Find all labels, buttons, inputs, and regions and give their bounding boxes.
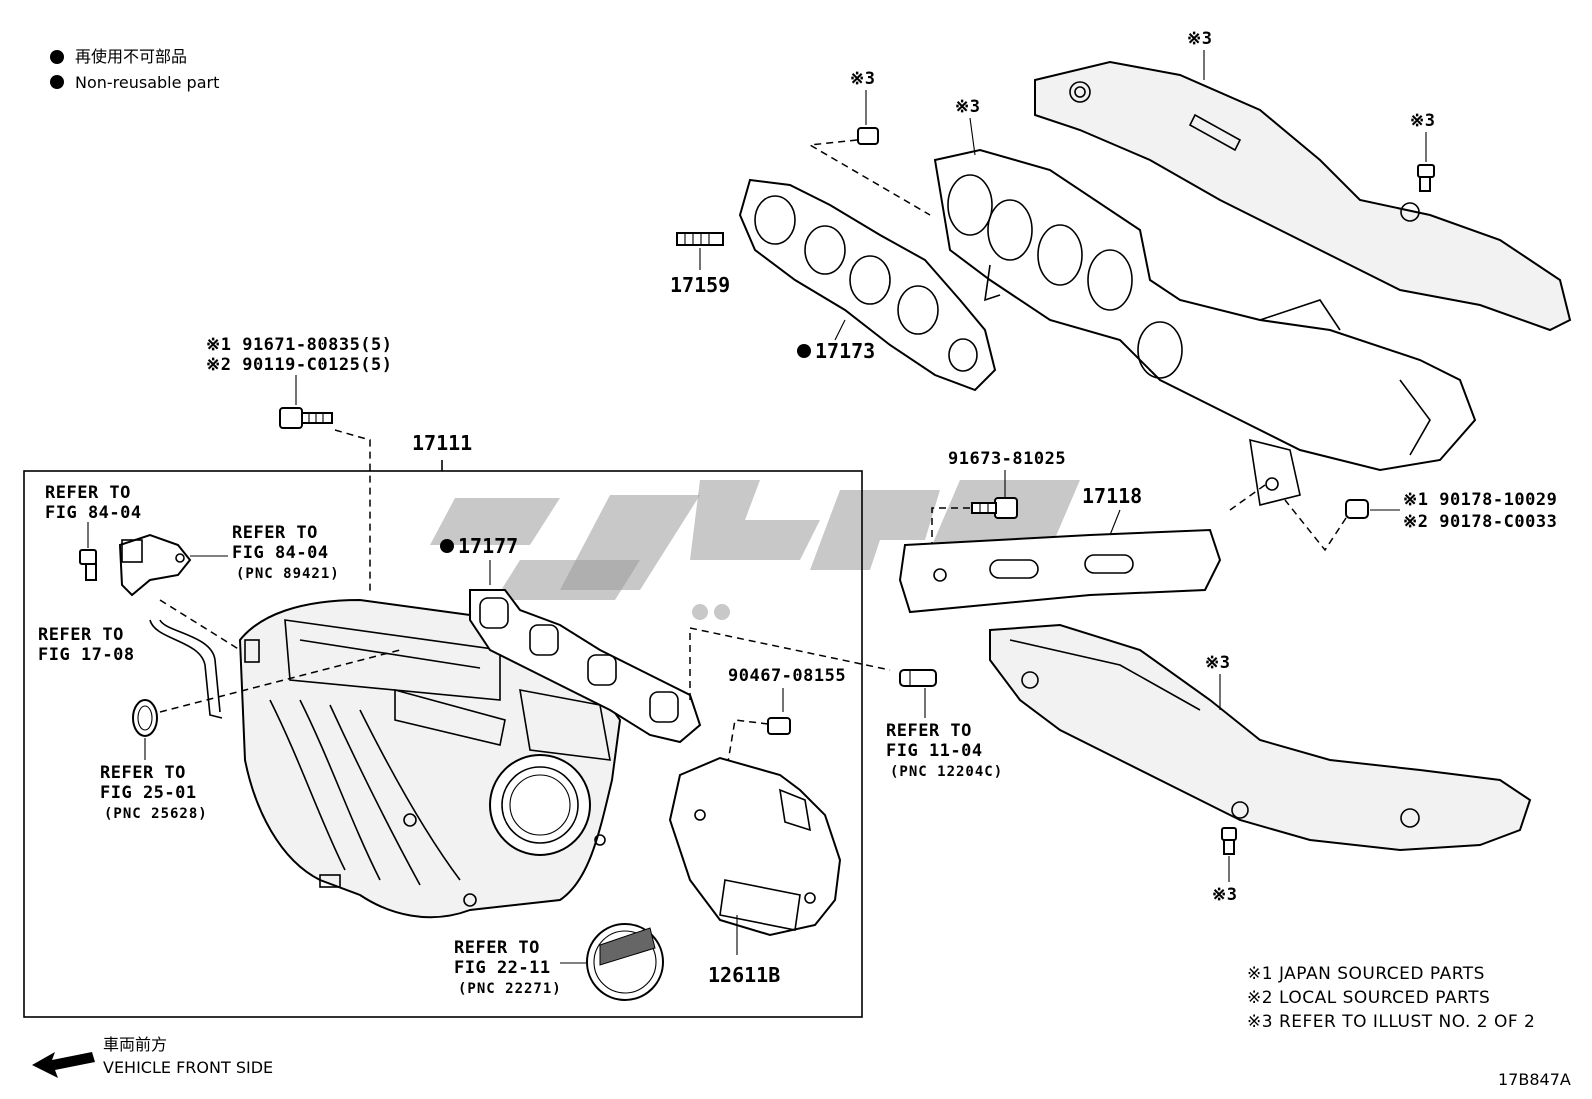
ref3-mark: ※1 91671-80835(5) (206, 335, 393, 355)
intake-manifold[interactable] (238, 598, 622, 919)
bolt-icon[interactable] (1221, 827, 1237, 855)
part-17111[interactable]: 17111 (412, 431, 472, 455)
refer-clamp-l2: FIG 25-01 (100, 783, 197, 803)
ref3-mark: ※3 (1410, 111, 1435, 131)
refer-clamp-l1: REFER TO (100, 763, 186, 783)
part-17177[interactable]: 17177 (458, 534, 518, 558)
direction-en: VEHICLE FRONT SIDE (103, 1058, 273, 1077)
refer-hose-l2: FIG 17-08 (38, 645, 135, 665)
sensor-bolt-icon[interactable] (79, 549, 97, 581)
ref3-mark: ※3 (1212, 885, 1237, 905)
manifold-stay-17118[interactable] (898, 528, 1222, 614)
bolt-91673-icon[interactable] (971, 497, 1018, 519)
part-17173[interactable]: 17173 (815, 339, 875, 363)
refer-filter-pnc: (PNC 22271) (458, 981, 562, 997)
pipe-12204C-icon[interactable] (899, 669, 937, 687)
direction-jp: 車両前方 (103, 1035, 167, 1054)
exhaust-gasket-17173[interactable] (738, 178, 997, 392)
hose-clamp[interactable] (132, 699, 158, 737)
part-90178-2[interactable]: ※2 90178-C0033 (1403, 512, 1557, 532)
bolt-icon[interactable] (1417, 164, 1435, 192)
refer-pipe-pnc: (PNC 12204C) (890, 764, 1003, 780)
part-12611B[interactable]: 12611B (708, 963, 780, 987)
upper-heat-insulator[interactable] (1034, 60, 1572, 332)
air-filter-ring[interactable] (586, 923, 664, 1001)
nut-90178-icon[interactable] (1345, 499, 1369, 519)
assembly-17111-frame (23, 470, 863, 1018)
nut-icon[interactable] (857, 127, 879, 145)
illustration-id: 17B847A (1498, 1070, 1571, 1089)
part-91673[interactable]: 91673-81025 (948, 449, 1066, 469)
refer-sensor-b-l1: REFER TO (232, 523, 318, 543)
refer-sensor-b-l2: FIG 84-04 (232, 543, 329, 563)
ref3-mark: ※3 (1187, 29, 1212, 49)
map-sensor[interactable] (118, 533, 192, 597)
non-reusable-dot-icon (797, 344, 811, 358)
refer-pipe-l2: FIG 11-04 (886, 741, 983, 761)
intake-gasket-17177[interactable] (469, 589, 702, 744)
ref3-mark: ※3 (850, 69, 875, 89)
pcv-hose[interactable] (149, 619, 223, 719)
refer-sensor-b-pnc: (PNC 89421) (236, 566, 340, 582)
bolt-91671-icon[interactable] (279, 407, 333, 429)
legend-jp: 再使用不可部品 (75, 47, 187, 66)
stud-17159-icon[interactable] (676, 232, 724, 246)
refer-hose-l1: REFER TO (38, 625, 124, 645)
part-17159[interactable]: 17159 (670, 273, 730, 297)
refer-filter-l1: REFER TO (454, 938, 540, 958)
refer-clamp-pnc: (PNC 25628) (104, 806, 208, 822)
lower-heat-insulator[interactable] (989, 623, 1532, 852)
legend-en: Non-reusable part (75, 73, 219, 92)
plug-90467-icon[interactable] (767, 717, 791, 735)
non-reusable-dot-icon (440, 539, 454, 553)
ref3-mark: ※3 (1205, 653, 1230, 673)
part-90178-1[interactable]: ※1 90178-10029 (1403, 490, 1557, 510)
exhaust-manifold[interactable] (933, 148, 1477, 506)
footnote-2: ※2 LOCAL SOURCED PARTS (1247, 988, 1490, 1008)
refer-pipe-l1: REFER TO (886, 721, 972, 741)
refer-sensor-a-l1: REFER TO (45, 483, 131, 503)
part-90467[interactable]: 90467-08155 (728, 666, 846, 686)
footnote-3: ※3 REFER TO ILLUST NO. 2 OF 2 (1247, 1012, 1535, 1032)
ref3-mark: ※3 (955, 97, 980, 117)
non-reusable-dot-icon (50, 50, 64, 64)
footnote-1: ※1 JAPAN SOURCED PARTS (1247, 964, 1485, 984)
front-arrow-icon (32, 1052, 95, 1078)
engine-cover-12611B[interactable] (668, 756, 842, 937)
refer-sensor-a-l2: FIG 84-04 (45, 503, 142, 523)
non-reusable-dot-icon (50, 75, 64, 89)
refer-filter-l2: FIG 22-11 (454, 958, 551, 978)
ref3-mark: ※2 90119-C0125(5) (206, 355, 393, 375)
part-17118[interactable]: 17118 (1082, 484, 1142, 508)
